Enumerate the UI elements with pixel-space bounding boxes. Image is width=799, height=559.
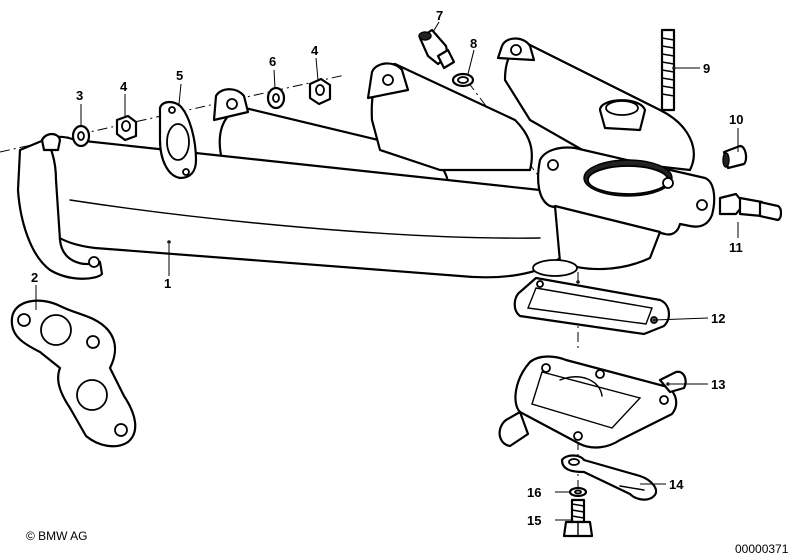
runner-gasket-5 [158,100,198,180]
callout-11: 11 [729,240,743,255]
stud-9 [660,28,676,112]
washer-16 [568,486,588,498]
callout-4a: 4 [120,79,128,94]
callout-4b: 4 [311,43,319,58]
sealing-ring-8 [451,72,475,88]
mounting-plate-13 [498,355,687,449]
plug-10 [722,144,748,170]
callout-1: 1 [164,276,171,291]
callout-10: 10 [729,112,743,127]
hex-nut-4a [115,114,138,142]
callout-14: 14 [669,477,684,492]
callout-12: 12 [711,311,725,326]
callout-16: 16 [527,485,541,500]
callout-3: 3 [76,88,83,103]
connector-11 [718,192,783,222]
callout-2: 2 [31,270,38,285]
front-gasket [10,299,137,448]
diagram-number: 00000371 [735,542,789,556]
flange-gasket-12 [513,276,670,336]
callout-8: 8 [470,36,477,51]
callout-6: 6 [269,54,276,69]
tab-washer-14 [560,454,658,501]
callout-5: 5 [176,68,183,83]
callout-labels: 1 2 3 4 5 6 4 7 8 9 10 11 12 13 14 16 15 [31,8,743,528]
fitting-7 [418,28,456,70]
dot-markers [167,66,676,386]
exhaust-manifold [16,37,716,280]
hex-bolt-15 [562,498,594,538]
hex-nut-4b [308,77,332,106]
copyright-text: © BMW AG [26,529,88,543]
callout-13: 13 [711,377,725,392]
callout-7: 7 [436,8,443,23]
callout-15: 15 [527,513,541,528]
leader-lines [35,21,739,521]
washer-3 [71,124,91,148]
washer-6 [266,86,286,110]
callout-9: 9 [703,61,710,76]
